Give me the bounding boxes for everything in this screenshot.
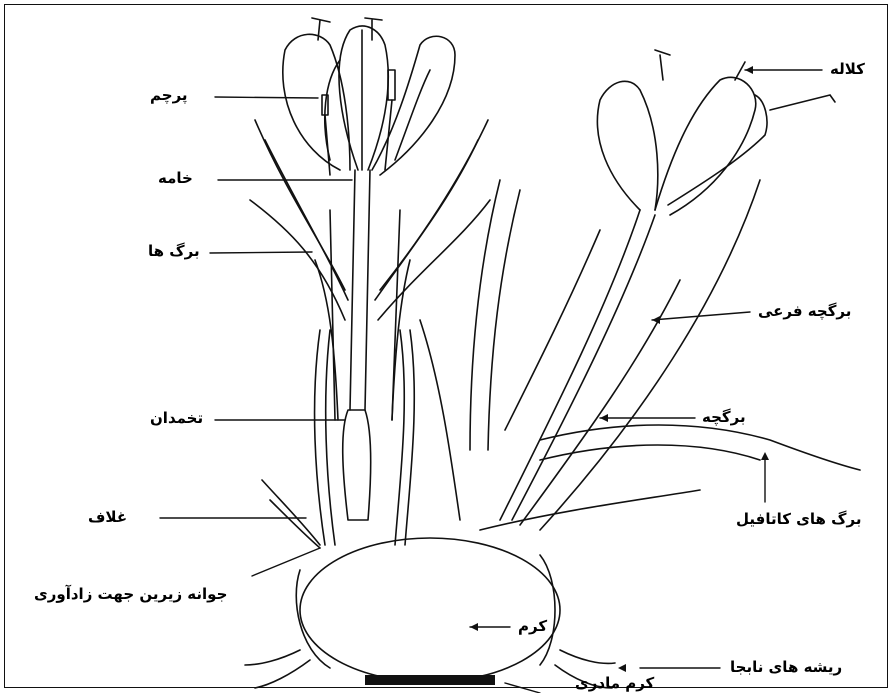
label-style: خامه: [158, 171, 193, 186]
mother-corm-drawing: [365, 675, 495, 685]
label-bracts: برگ ها: [148, 244, 200, 259]
label-stamen: پرچم: [150, 88, 188, 103]
left-flower: [283, 18, 455, 175]
label-sub-leaflet: برگچه فرعی: [758, 304, 851, 319]
leaflets-drawing: [420, 180, 860, 530]
label-stigma: کلاله: [830, 62, 865, 77]
label-sheath: غلاف: [88, 510, 127, 525]
label-cataphyll-leaves: برگ های کاتافیل: [736, 512, 862, 527]
sheath-drawing: [262, 330, 414, 548]
label-adventitious-roots: ریشه های نابجا: [730, 660, 842, 675]
ovary-drawing: [343, 410, 371, 520]
label-mother-corm: کرم مادری: [575, 676, 654, 691]
stamen-drawing: [322, 70, 395, 175]
label-ovary: تخمدان: [150, 411, 203, 426]
arrowheads: [470, 66, 769, 672]
label-lower-bud: جوانه زیرین جهت زادآوری: [34, 587, 227, 602]
style-and-stem: [350, 30, 370, 410]
label-leaflet: برگچه: [702, 410, 746, 425]
corm-drawing: [296, 538, 560, 682]
right-flower: [597, 50, 835, 215]
label-corm: کرم: [518, 619, 547, 634]
